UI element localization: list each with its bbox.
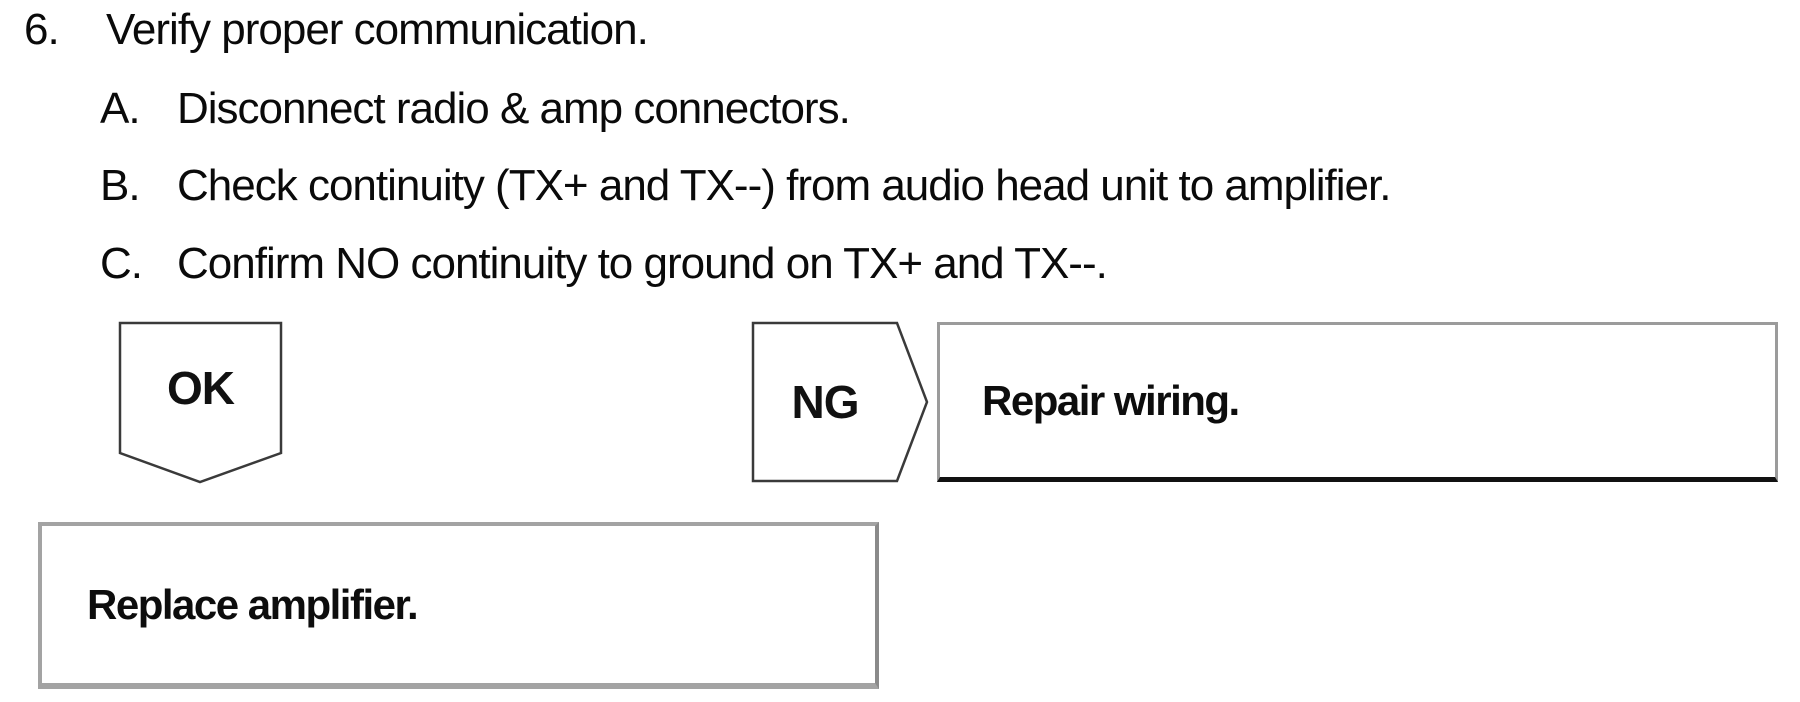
step-instruction: Verify proper communication. (106, 5, 649, 54)
replace-amplifier-label: Replace amplifier. (87, 580, 419, 628)
ng-connector-label: NG (791, 376, 860, 428)
substep-text-c: Confirm NO continuity to ground on TX+ a… (177, 239, 1108, 288)
ok-connector-label: OK (167, 362, 235, 414)
substep-text-b: Check continuity (TX+ and TX--) from aud… (177, 161, 1391, 210)
substep-line-c: C. Confirm NO continuity to ground on TX… (0, 238, 1800, 290)
repair-wiring-label: Repair wiring. (982, 377, 1240, 424)
replace-amplifier-box: Replace amplifier. (38, 522, 879, 689)
substep-label-c: C. (100, 239, 143, 288)
step-number: 6. (24, 5, 60, 54)
substep-line-a: A. Disconnect radio & amp connectors. (0, 83, 1800, 135)
substep-line-b: B. Check continuity (TX+ and TX--) from … (0, 160, 1800, 212)
substep-label-a: A. (100, 84, 141, 133)
substep-label-b: B. (100, 161, 141, 210)
repair-wiring-box: Repair wiring. (937, 322, 1778, 482)
substep-text-a: Disconnect radio & amp connectors. (177, 84, 851, 133)
step-line: 6. Verify proper communication. (0, 4, 1800, 56)
